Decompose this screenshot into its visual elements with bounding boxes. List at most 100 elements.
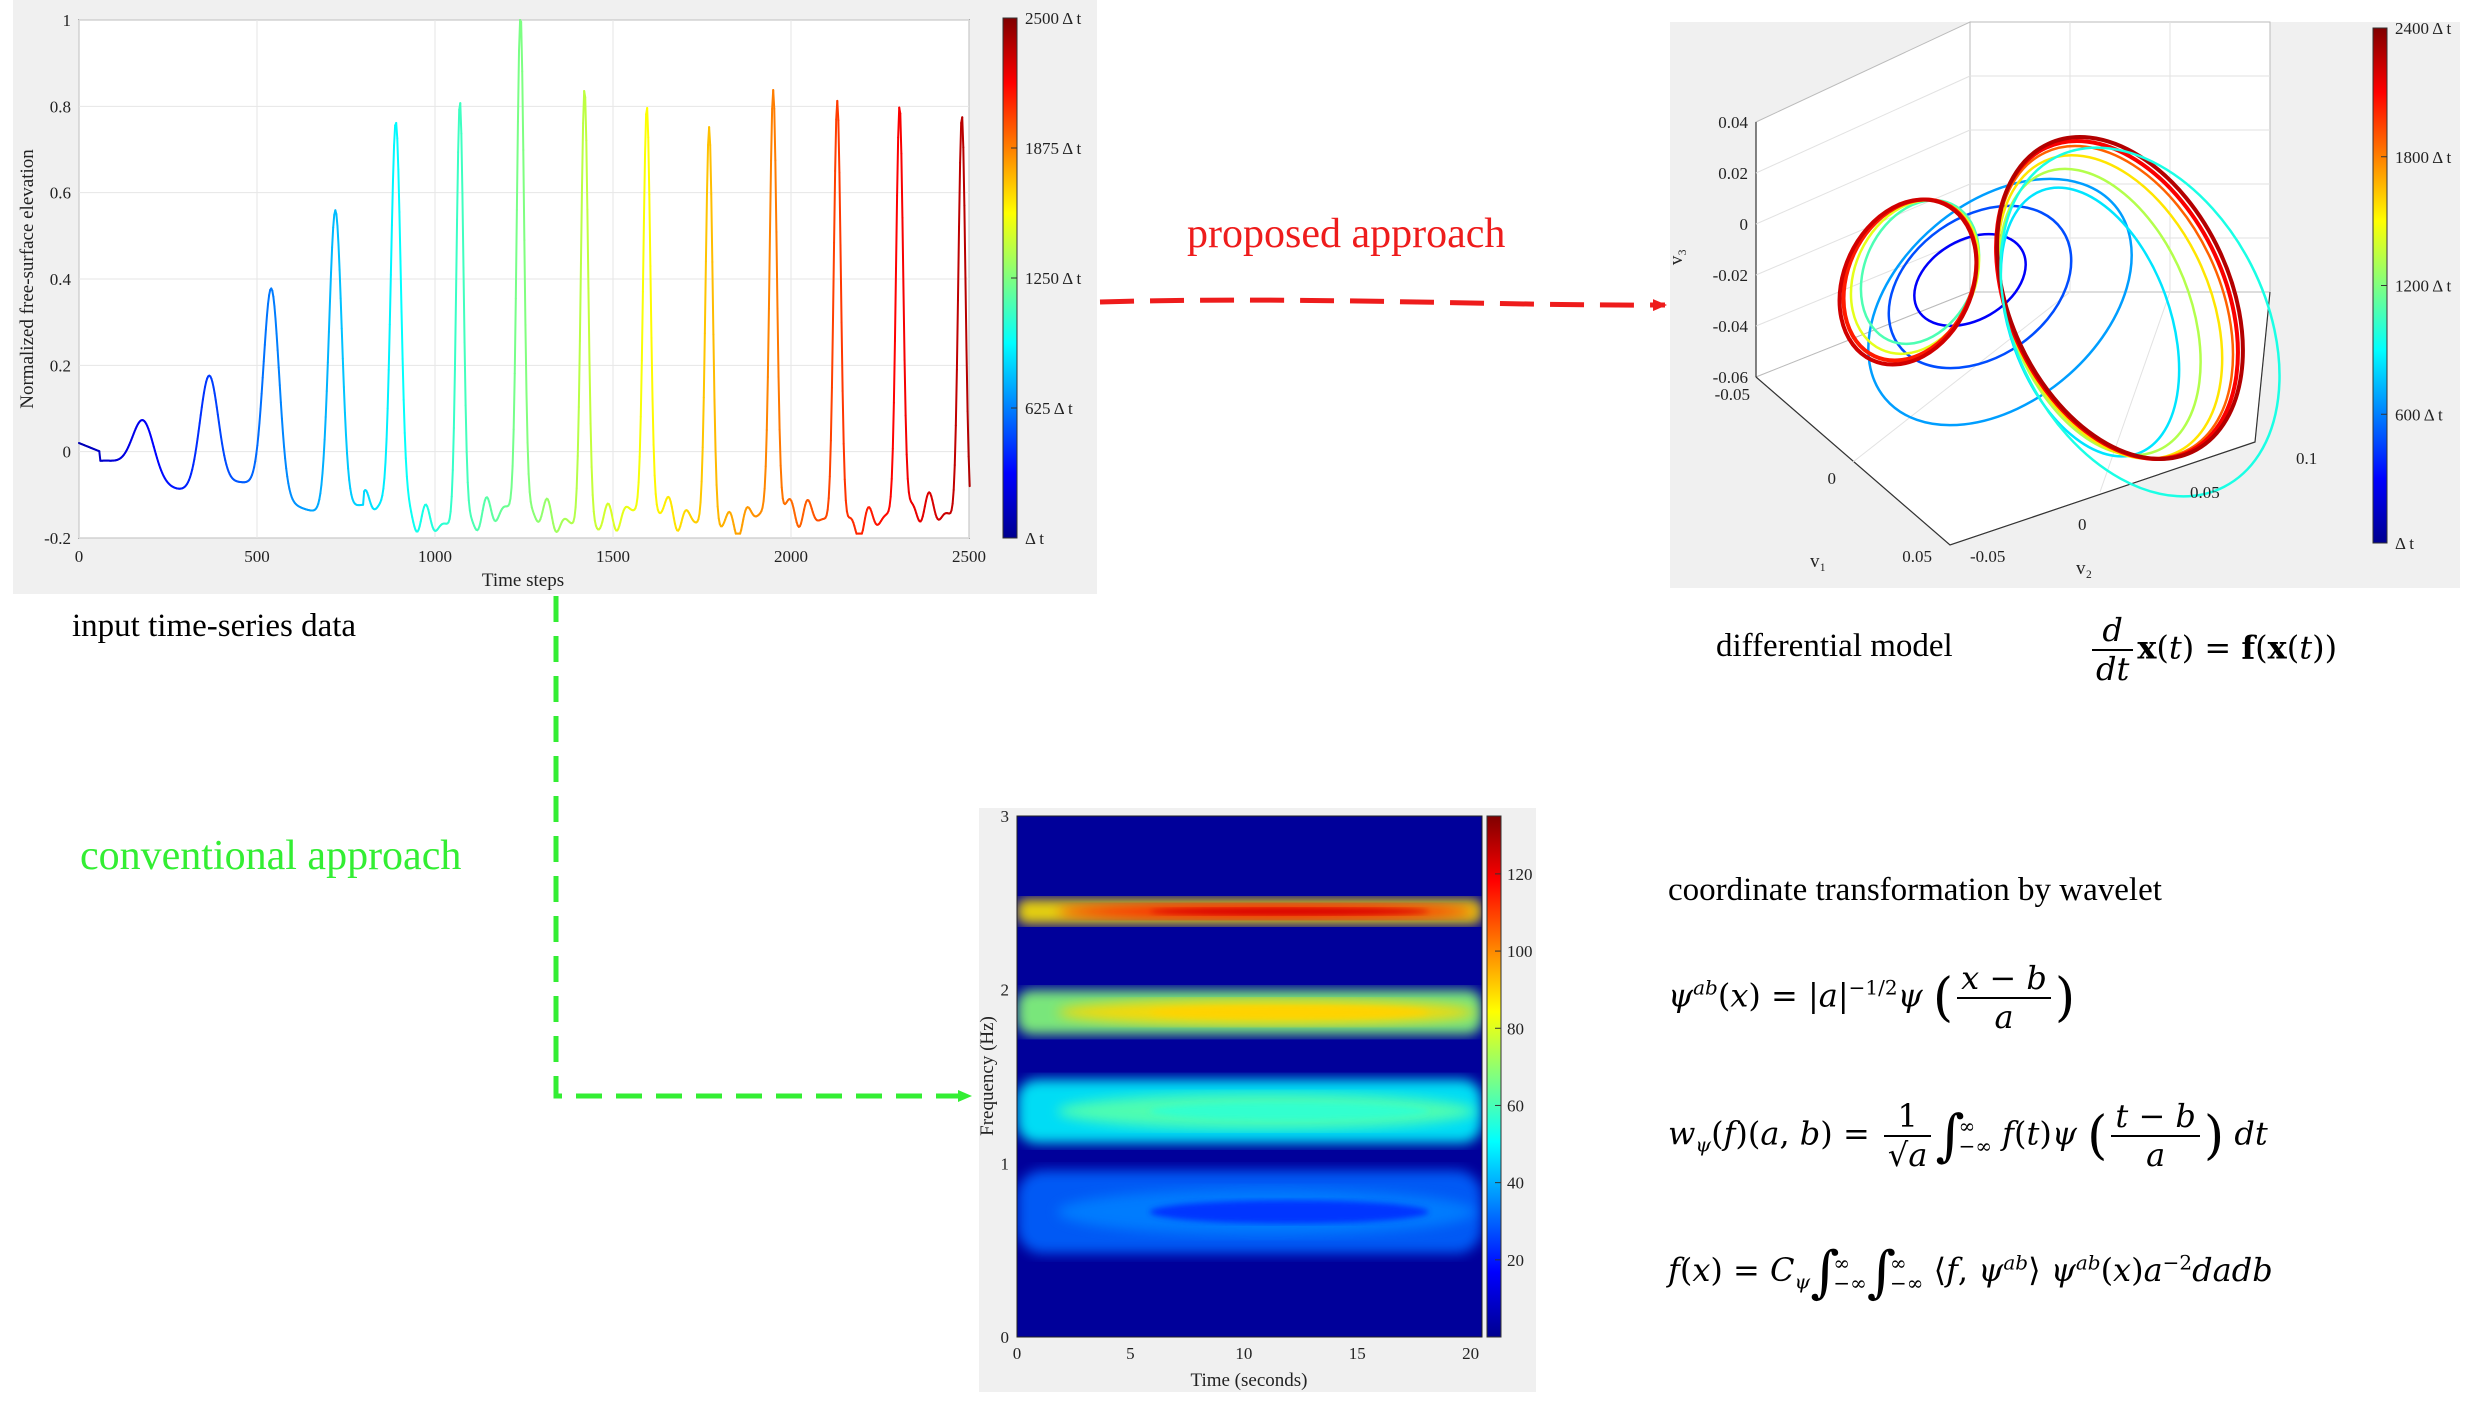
timeseries-segment [713, 398, 717, 452]
proposed-approach-arrow [1099, 297, 1667, 312]
phase-ztick: -0.04 [1713, 317, 1749, 336]
spectrogram-band-core [1149, 1005, 1429, 1019]
timeseries-segment [762, 487, 766, 503]
timeseries-segment [194, 445, 198, 455]
timeseries-segment [903, 359, 907, 417]
timeseries-segment [516, 49, 521, 123]
spectrogram-plot-area [1017, 816, 1482, 1337]
timeseries-ytick: 0.4 [50, 270, 72, 289]
timeseries-segment [954, 368, 958, 427]
spectrogram-xlabel: Time (seconds) [1191, 1370, 1308, 1391]
timeseries-segment [513, 297, 517, 375]
timeseries-segment [953, 424, 957, 467]
timeseries-segment [520, 20, 524, 73]
timeseries-segment [258, 407, 262, 424]
timeseries-segment [900, 152, 904, 219]
spectrogram-colorbar-tick: 20 [1507, 1251, 1524, 1270]
timeseries-xlabel: Time steps [482, 570, 564, 591]
timeseries-segment [641, 217, 645, 293]
spectrogram-band-core [1149, 907, 1429, 916]
timeseries-segment [837, 119, 841, 174]
timeseries-segment [524, 324, 528, 395]
timeseries-segment [320, 472, 324, 486]
timeseries-segment [200, 398, 204, 409]
spectrogram-band-core [1149, 1200, 1429, 1224]
timeseries-segment [712, 333, 716, 401]
timeseries-xtick: 500 [244, 547, 270, 566]
timeseries-segment [465, 450, 469, 484]
timeseries-segment [901, 216, 905, 293]
timeseries-segment [398, 210, 402, 263]
timeseries-segment [397, 168, 401, 213]
timeseries-xtick: 2500 [952, 547, 986, 566]
timeseries-segment [573, 506, 577, 518]
timeseries-segment [768, 159, 773, 234]
timeseries-segment [522, 148, 526, 242]
timeseries-segment [651, 398, 655, 446]
timeseries-segment [780, 486, 784, 500]
timeseries-segment [528, 490, 532, 503]
timeseries-segment [196, 430, 200, 440]
timeseries-segment [896, 136, 900, 197]
timeseries-segment [584, 96, 588, 142]
spectrogram-colorbar-tick: 40 [1507, 1174, 1524, 1193]
timeseries-segment [400, 310, 404, 360]
timeseries-segment [346, 452, 350, 470]
timeseries-segment [708, 126, 712, 147]
timeseries-xtick: 2000 [774, 547, 808, 566]
timeseries-colorbar-tick: 1250 Δ t [1025, 269, 1082, 288]
timeseries-segment [390, 179, 394, 227]
timeseries-segment [964, 276, 968, 352]
phase-ylabel: v₂ [2076, 558, 2092, 579]
phase-loop [1867, 177, 2133, 427]
timeseries-segment [711, 261, 715, 336]
timeseries-segment [710, 192, 714, 264]
phase-xtick: -0.05 [1715, 385, 1750, 404]
timeseries-segment [587, 287, 591, 364]
spectrogram-caption: coordinate transformation by wavelet [1668, 872, 2162, 908]
timeseries-segment [221, 442, 225, 451]
timeseries-segment [381, 487, 385, 497]
timeseries-segment [345, 434, 349, 455]
timeseries-segment [636, 481, 640, 498]
timeseries-segment [650, 336, 654, 401]
timeseries-segment [340, 327, 344, 360]
phase-zlabel: v₃ [1666, 249, 1687, 265]
timeseries-segment [327, 300, 331, 333]
spectrogram-band-core [1149, 1102, 1429, 1121]
timeseries-segment [396, 137, 400, 171]
timeseries-segment [526, 441, 530, 475]
timeseries-segment [959, 121, 963, 164]
spectrogram-colorbar-tick: 60 [1507, 1096, 1524, 1115]
timeseries-segment [761, 500, 765, 509]
timeseries-segment [966, 410, 970, 458]
timeseries-segment [254, 453, 258, 463]
timeseries-segment [699, 480, 703, 504]
spectrogram-ylabel: Frequency (Hz) [977, 1016, 998, 1136]
timeseries-segment [342, 386, 346, 414]
timeseries-segment [284, 457, 288, 470]
timeseries-segment [575, 454, 579, 490]
timeseries-colorbar-tick: 1875 Δ t [1025, 139, 1082, 158]
timeseries-segment [383, 460, 387, 479]
timeseries-segment [777, 375, 781, 431]
timeseries-segment [583, 90, 587, 99]
phase-colorbar-tick: Δ t [2395, 534, 2414, 553]
timeseries-segment [256, 433, 260, 447]
timeseries-segment [511, 428, 515, 467]
timeseries-ytick: -0.2 [44, 529, 71, 548]
timeseries-segment [589, 422, 593, 469]
timeseries-segment [255, 444, 259, 456]
timeseries-segment [448, 510, 452, 520]
timeseries-segment [899, 112, 903, 155]
timeseries-segment [274, 317, 278, 335]
timeseries-segment [705, 144, 710, 195]
timeseries-segment [199, 406, 203, 417]
timeseries-segment [590, 466, 594, 497]
timeseries-xtick: 0 [75, 547, 84, 566]
timeseries-segment [774, 159, 778, 234]
timeseries-segment [406, 488, 411, 500]
timeseries-segment [408, 497, 412, 507]
